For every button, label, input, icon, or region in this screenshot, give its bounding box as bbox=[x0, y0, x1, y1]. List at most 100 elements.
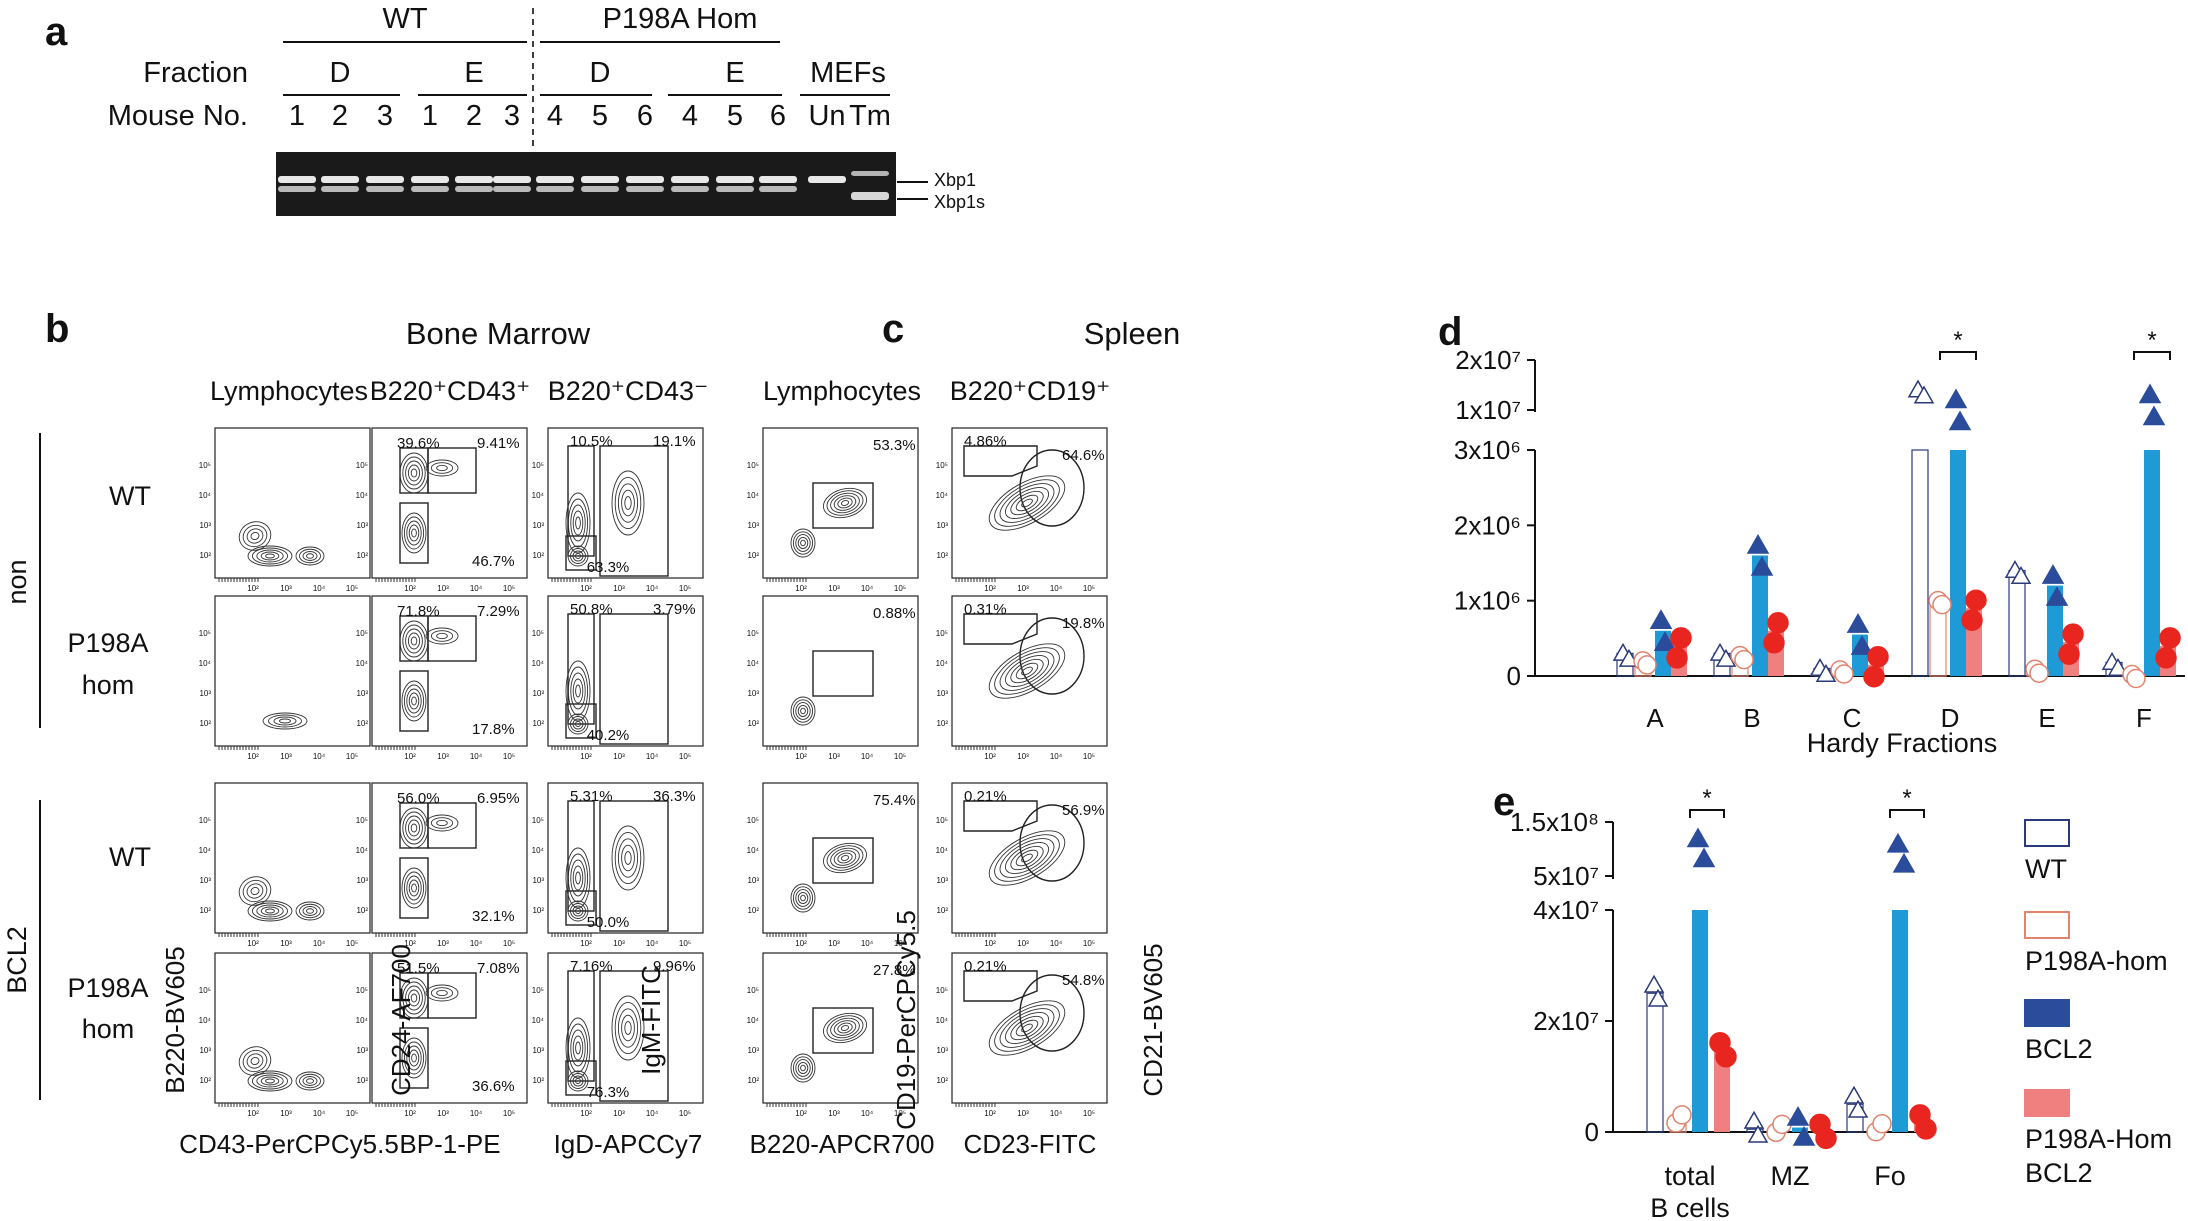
flow-tick-label: 10⁴ bbox=[470, 1109, 483, 1118]
gel-mouse-number: 4 bbox=[547, 100, 563, 132]
gel-fraction-e: E bbox=[725, 57, 744, 89]
flow-tick-label: 10⁴ bbox=[470, 939, 483, 948]
flow-tick-label: 10⁴ bbox=[470, 584, 483, 593]
gel-mouse-number: 4 bbox=[682, 100, 698, 132]
flow-tick-label: 10⁴ bbox=[861, 939, 874, 948]
gate-percentage: 17.8% bbox=[472, 721, 515, 738]
gel-mouse-number: 1 bbox=[422, 100, 438, 132]
x-tick-label: B cells bbox=[1650, 1193, 1730, 1221]
y-tick-label: 0 bbox=[1585, 1117, 1599, 1147]
flow-tick-label: 10² bbox=[532, 719, 544, 728]
data-point bbox=[1746, 533, 1770, 554]
flow-tick-label: 10⁴ bbox=[646, 584, 659, 593]
flow-tick-label: 10³ bbox=[613, 584, 625, 593]
x-tick-label: A bbox=[1646, 703, 1664, 733]
y-tick-label: 1x10⁷ bbox=[1455, 395, 1521, 425]
flow-tick-label: 10⁴ bbox=[861, 752, 874, 761]
data-point bbox=[2138, 383, 2162, 404]
gate-percentage: 75.4% bbox=[873, 792, 916, 809]
data-point bbox=[1653, 631, 1677, 652]
flow-column-title: B220⁺CD43⁺ bbox=[370, 376, 531, 406]
flow-tick-label: 10³ bbox=[828, 752, 840, 761]
data-point bbox=[2159, 627, 2181, 649]
data-point bbox=[1892, 852, 1916, 873]
flow-tick-label: 10³ bbox=[280, 939, 292, 948]
legend-swatch bbox=[2024, 999, 2070, 1027]
flow-tick-label: 10⁴ bbox=[646, 752, 659, 761]
gate-percentage: 53.3% bbox=[873, 437, 916, 454]
flow-tick-label: 10⁵ bbox=[532, 629, 544, 638]
gate-percentage: 36.6% bbox=[472, 1078, 515, 1095]
flow-tick-label: 10⁴ bbox=[861, 584, 874, 593]
gate-percentage: 6.95% bbox=[477, 790, 520, 807]
flow-tick-label: 10³ bbox=[613, 939, 625, 948]
flow-tick-label: 10⁴ bbox=[356, 491, 369, 500]
data-point bbox=[1734, 649, 1754, 670]
gel-mouse-number: 6 bbox=[637, 100, 653, 132]
gate-percentage: 19.8% bbox=[1062, 615, 1105, 632]
legend-swatch bbox=[2024, 911, 2070, 939]
flow-tick-label: 10³ bbox=[936, 876, 948, 885]
flow-tick-label: 10⁴ bbox=[313, 1109, 326, 1118]
data-point bbox=[2041, 564, 2065, 584]
flow-tick-label: 10⁴ bbox=[1050, 1109, 1063, 1118]
flow-tick-label: 10² bbox=[984, 584, 996, 593]
legend-swatch bbox=[2024, 819, 2070, 847]
data-point bbox=[1792, 1126, 1816, 1146]
data-point bbox=[1747, 1124, 1769, 1143]
data-point bbox=[1672, 1105, 1692, 1125]
gate-percentage: 10.5% bbox=[570, 433, 613, 450]
flow-tick-label: 10⁵ bbox=[1083, 584, 1095, 593]
flow-tick-label: 10⁴ bbox=[313, 939, 326, 948]
y-tick-label: 3x10⁶ bbox=[1454, 435, 1521, 465]
flow-tick-label: 10⁵ bbox=[503, 1109, 515, 1118]
flow-tick-label: 10⁵ bbox=[936, 461, 948, 470]
flow-tick-label: 10³ bbox=[747, 689, 759, 698]
flow-tick-label: 10² bbox=[984, 1109, 996, 1118]
x-tick-label: total bbox=[1664, 1161, 1715, 1191]
flow-tick-label: 10⁵ bbox=[346, 939, 358, 948]
gel-mefs-label: MEFs bbox=[810, 57, 886, 89]
flow-tick-label: 10³ bbox=[936, 689, 948, 698]
y-tick-label: 2x10⁷ bbox=[1455, 345, 1521, 375]
flow-tick-label: 10² bbox=[747, 719, 759, 728]
flow-tick-label: 10² bbox=[356, 906, 368, 915]
gate-percentage: 0.88% bbox=[873, 605, 916, 622]
x-tick-label: Fo bbox=[1874, 1161, 1906, 1191]
flow-tick-label: 10³ bbox=[356, 1046, 368, 1055]
flow-tick-label: 10⁵ bbox=[1083, 752, 1095, 761]
gel-mouse-number: 3 bbox=[377, 100, 393, 132]
bone-marrow-title: Bone Marrow bbox=[406, 316, 591, 351]
bar bbox=[1646, 992, 1664, 1133]
flow-tick-label: 10³ bbox=[199, 689, 211, 698]
y-tick-label: 4x10⁷ bbox=[1533, 895, 1599, 925]
significance-marker: * bbox=[1902, 785, 1911, 812]
flow-plots: 10²10²10³10³10⁴10⁴10⁵10⁵10²10²10³10³10⁴1… bbox=[199, 427, 1108, 1118]
bar bbox=[2008, 569, 2026, 677]
gel-group-p198a: P198A Hom bbox=[603, 3, 758, 35]
flow-tick-label: 10⁴ bbox=[1050, 939, 1063, 948]
flow-x-axis-label: BP-1-PE bbox=[399, 1129, 500, 1159]
flow-tick-label: 10⁵ bbox=[679, 939, 691, 948]
panel-letter-a: a bbox=[45, 10, 68, 54]
data-point bbox=[1872, 1114, 1892, 1134]
data-point bbox=[2142, 405, 2166, 426]
flow-tick-label: 10⁵ bbox=[356, 986, 368, 995]
gel-fraction-e: E bbox=[464, 57, 483, 89]
flow-tick-label: 10⁴ bbox=[936, 1016, 949, 1025]
flow-tick-label: 10⁵ bbox=[356, 816, 368, 825]
bar bbox=[2144, 450, 2160, 676]
y-tick-label: 0 bbox=[1507, 661, 1521, 691]
gate-percentage: 7.29% bbox=[477, 603, 520, 620]
data-point bbox=[1834, 664, 1854, 684]
flow-tick-label: 10⁴ bbox=[313, 584, 326, 593]
gate-percentage: 40.2% bbox=[587, 727, 630, 744]
